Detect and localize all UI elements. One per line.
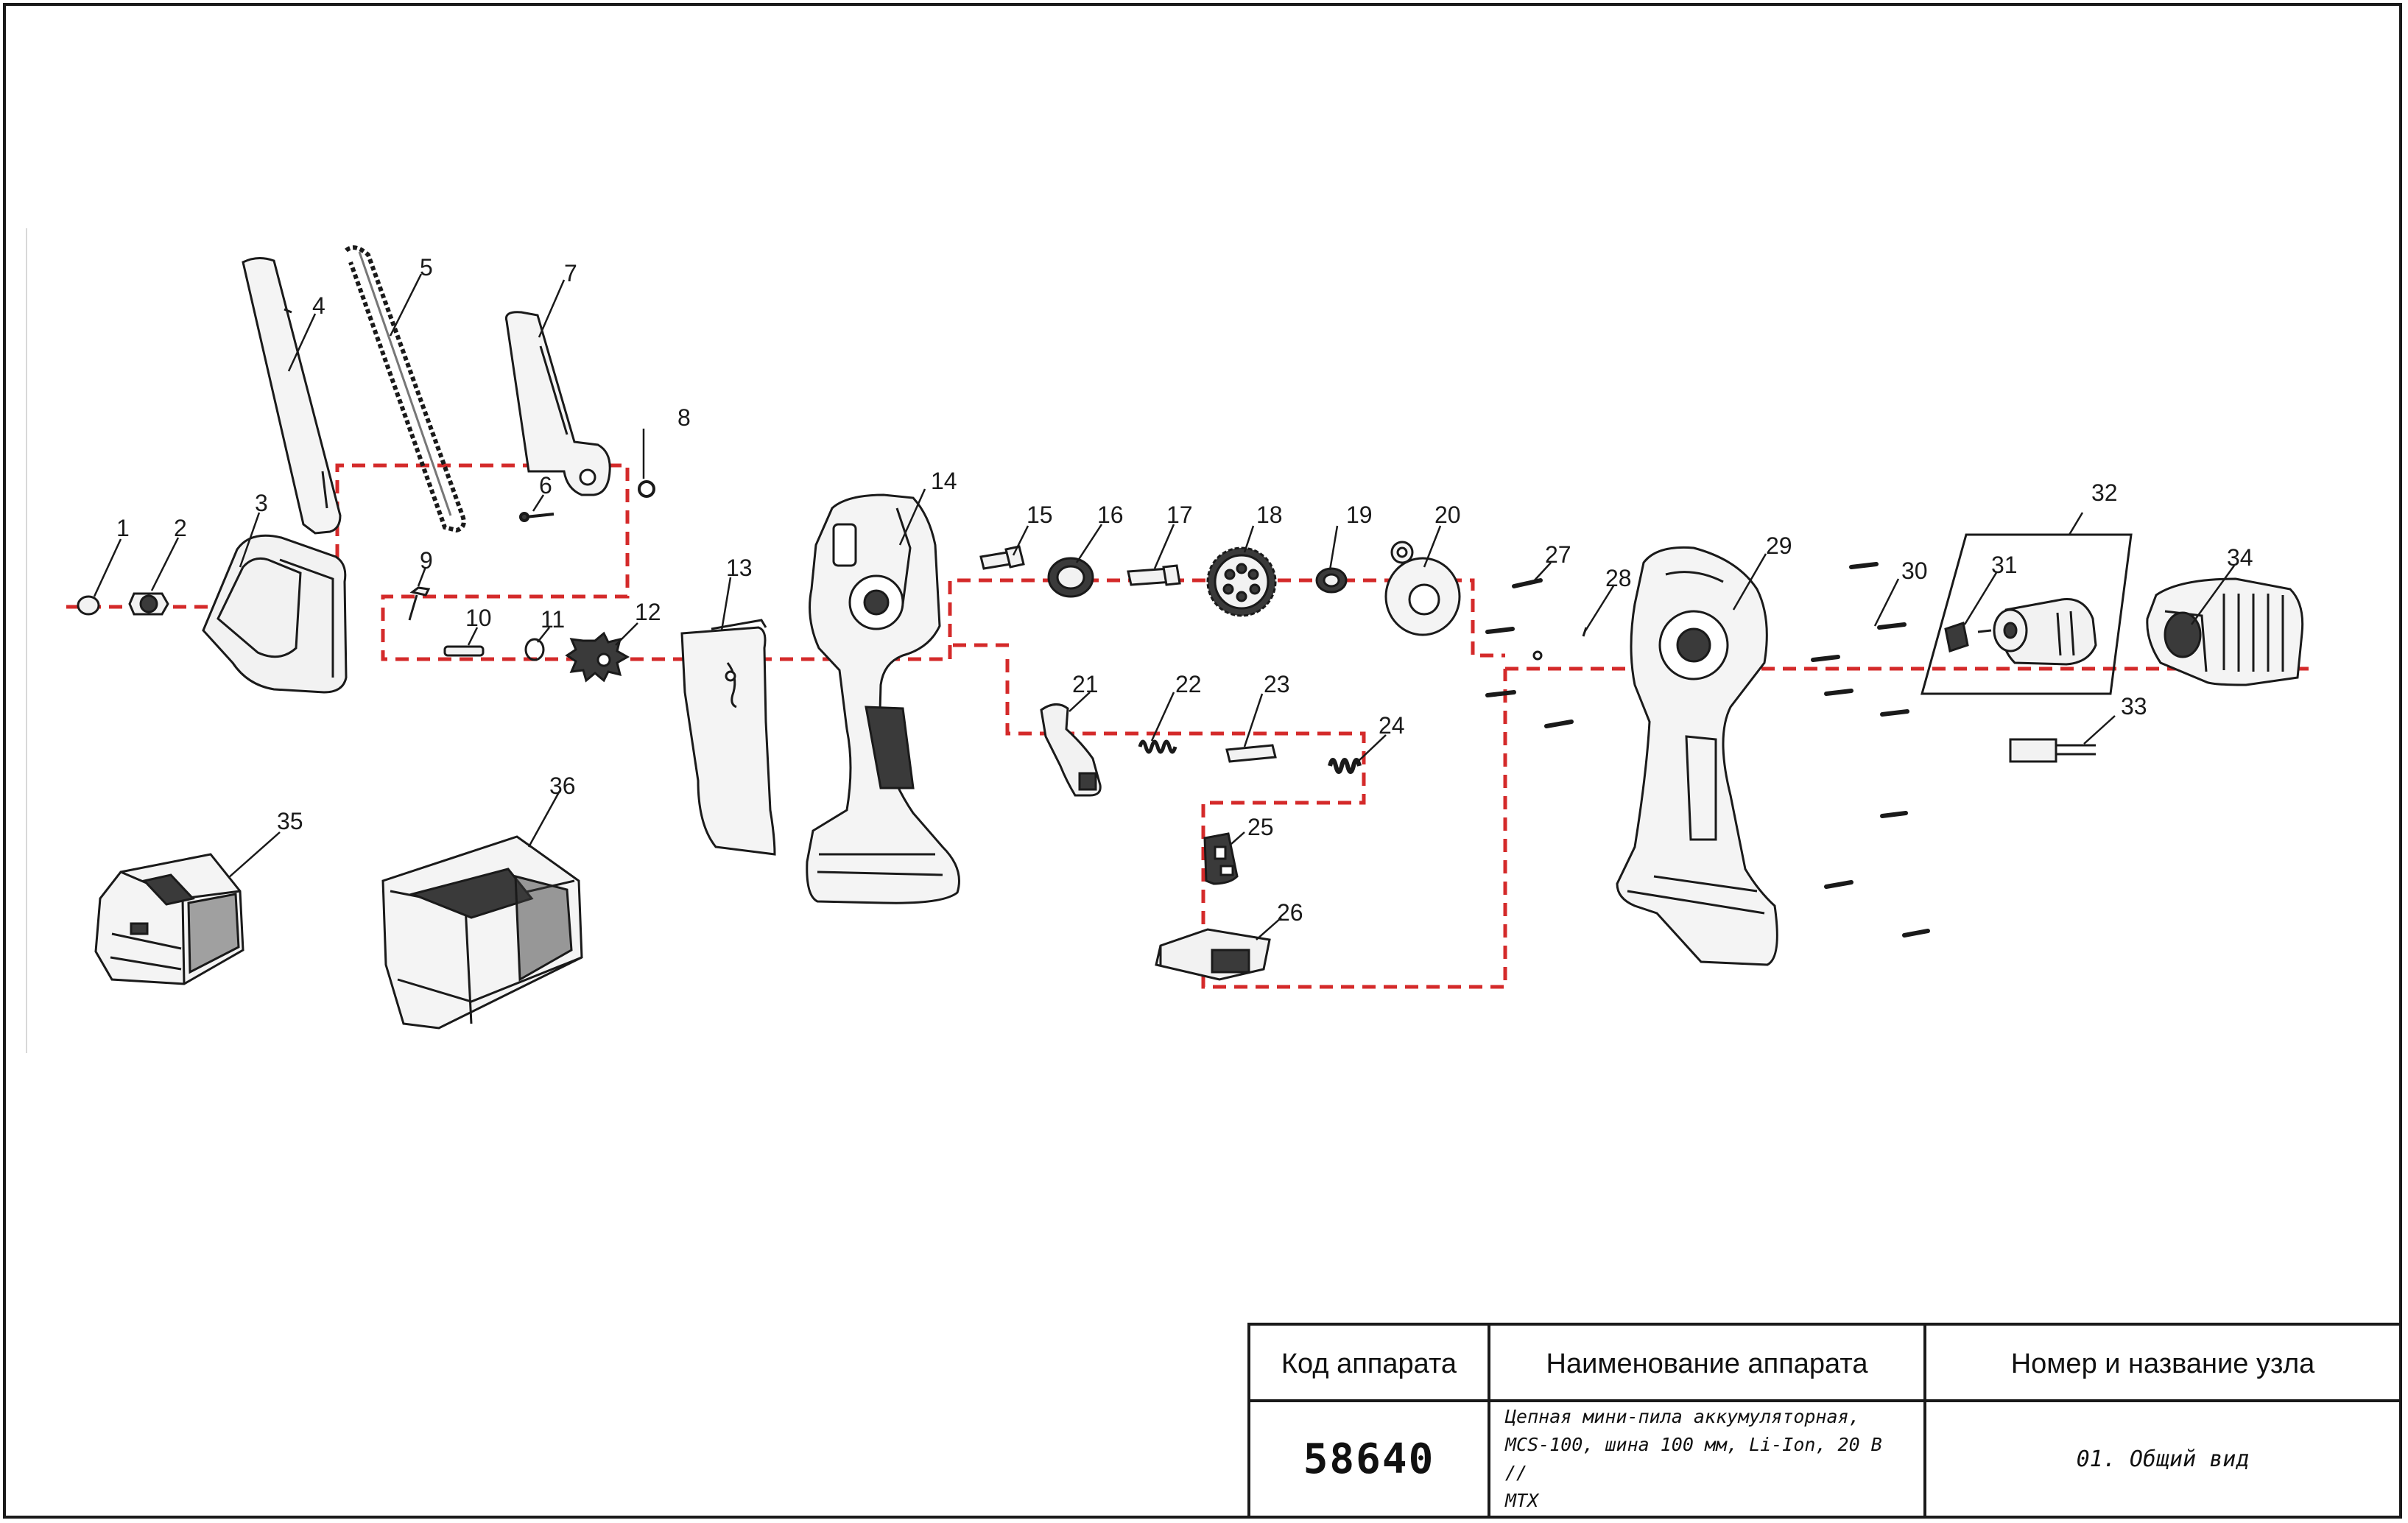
callout-13: 13 bbox=[726, 555, 753, 581]
callout-labels: 1 2 3 4 5 6 7 8 9 10 11 12 13 14 15 16 1… bbox=[116, 254, 2253, 926]
part-11-ring bbox=[524, 638, 545, 661]
part-4-guide-bar bbox=[242, 257, 342, 535]
device-name: Цепная мини-пила аккумуляторная, MCS-100… bbox=[1490, 1402, 1923, 1516]
part-20-washer-plate bbox=[1384, 541, 1461, 636]
part-12-sprocket bbox=[565, 631, 630, 683]
part-21-trigger bbox=[1040, 703, 1102, 797]
part-36-charger bbox=[381, 835, 583, 1030]
callout-22: 22 bbox=[1175, 671, 1202, 697]
part-29-main-housing bbox=[1616, 546, 1778, 966]
callout-3: 3 bbox=[255, 490, 268, 516]
part-1-nut bbox=[77, 595, 100, 616]
part-33-connector bbox=[2009, 738, 2096, 763]
callout-15: 15 bbox=[1027, 502, 1053, 528]
callout-35: 35 bbox=[277, 808, 303, 834]
callout-34: 34 bbox=[2227, 544, 2253, 571]
part-8-small-nut bbox=[638, 480, 655, 498]
part-5-saw-chain bbox=[345, 245, 466, 533]
part-22-spring bbox=[1138, 739, 1177, 754]
motor bbox=[1977, 598, 2097, 666]
callout-4: 4 bbox=[312, 292, 325, 319]
part-7-tensioner-cover bbox=[504, 311, 611, 496]
callout-32: 32 bbox=[2091, 479, 2118, 506]
callout-21: 21 bbox=[1072, 671, 1099, 697]
part-35-battery bbox=[94, 853, 244, 985]
callout-18: 18 bbox=[1256, 502, 1283, 528]
part-31-pinion bbox=[1944, 622, 1969, 653]
callout-31: 31 bbox=[1991, 552, 2018, 578]
title-block-divider-1 bbox=[1488, 1326, 1490, 1516]
callout-23: 23 bbox=[1264, 671, 1290, 697]
title-block-divider-h bbox=[1250, 1399, 2399, 1402]
callout-25: 25 bbox=[1247, 814, 1274, 840]
part-26-control-board bbox=[1155, 928, 1271, 981]
callout-12: 12 bbox=[635, 599, 661, 625]
name-header: Наименование аппарата bbox=[1546, 1348, 1868, 1379]
part-10-pin bbox=[443, 645, 485, 657]
callout-11: 11 bbox=[541, 606, 565, 633]
device-name-line-1: Цепная мини-пила аккумуляторная, bbox=[1505, 1406, 1860, 1427]
callout-30: 30 bbox=[1901, 558, 1928, 584]
part-2-flange-nut bbox=[128, 592, 169, 616]
callout-1: 1 bbox=[116, 515, 130, 541]
part-24-spring bbox=[1328, 758, 1362, 774]
callout-20: 20 bbox=[1434, 502, 1461, 528]
part-23-pin bbox=[1225, 744, 1277, 763]
device-name-line-3: MTX bbox=[1505, 1490, 1539, 1511]
callout-2: 2 bbox=[174, 515, 187, 541]
screw-set bbox=[1485, 562, 1930, 938]
part-17-shaft bbox=[1127, 564, 1181, 586]
leader-lines bbox=[93, 273, 2236, 940]
part-9-screw bbox=[408, 586, 431, 621]
part-14-housing-half bbox=[806, 493, 960, 904]
part-13-clip-plate bbox=[680, 619, 776, 856]
part-19-bushing bbox=[1315, 567, 1348, 594]
node-header: Номер и название узла bbox=[2010, 1348, 2315, 1379]
callout-10: 10 bbox=[465, 605, 492, 631]
callout-28: 28 bbox=[1605, 565, 1632, 591]
callout-5: 5 bbox=[420, 254, 433, 281]
title-block-divider-2 bbox=[1923, 1326, 1926, 1516]
callout-26: 26 bbox=[1277, 899, 1303, 926]
callout-29: 29 bbox=[1766, 532, 1792, 559]
drawing-frame bbox=[3, 3, 2402, 1519]
part-18-gear bbox=[1206, 546, 1277, 617]
callout-17: 17 bbox=[1166, 502, 1193, 528]
node-name: 01. Общий вид bbox=[2076, 1446, 2250, 1472]
part-6-screw bbox=[519, 512, 555, 522]
code-header: Код аппарата bbox=[1281, 1348, 1457, 1379]
callout-9: 9 bbox=[420, 547, 433, 574]
device-code: 58640 bbox=[1303, 1435, 1435, 1483]
callout-24: 24 bbox=[1379, 712, 1405, 739]
callout-27: 27 bbox=[1545, 541, 1571, 568]
title-block: Код аппарата Наименование аппарата Номер… bbox=[1247, 1323, 2402, 1519]
callout-6: 6 bbox=[539, 472, 552, 499]
part-15-shaft-pin bbox=[979, 545, 1025, 570]
callout-36: 36 bbox=[549, 773, 576, 799]
callout-19: 19 bbox=[1346, 502, 1373, 528]
callout-14: 14 bbox=[931, 468, 957, 494]
callout-16: 16 bbox=[1097, 502, 1124, 528]
device-name-line-2: MCS-100, шина 100 мм, Li-Ion, 20 В // bbox=[1505, 1434, 1882, 1483]
callout-7: 7 bbox=[564, 260, 577, 286]
callout-8: 8 bbox=[677, 404, 691, 431]
callout-33: 33 bbox=[2121, 693, 2147, 720]
part-3-guard-cover bbox=[202, 534, 348, 694]
part-32-motor-assembly-box bbox=[1921, 533, 2133, 695]
part-16-bearing bbox=[1047, 557, 1094, 598]
part-25-switch bbox=[1203, 832, 1239, 885]
part-28-small-screw bbox=[1532, 627, 1588, 661]
